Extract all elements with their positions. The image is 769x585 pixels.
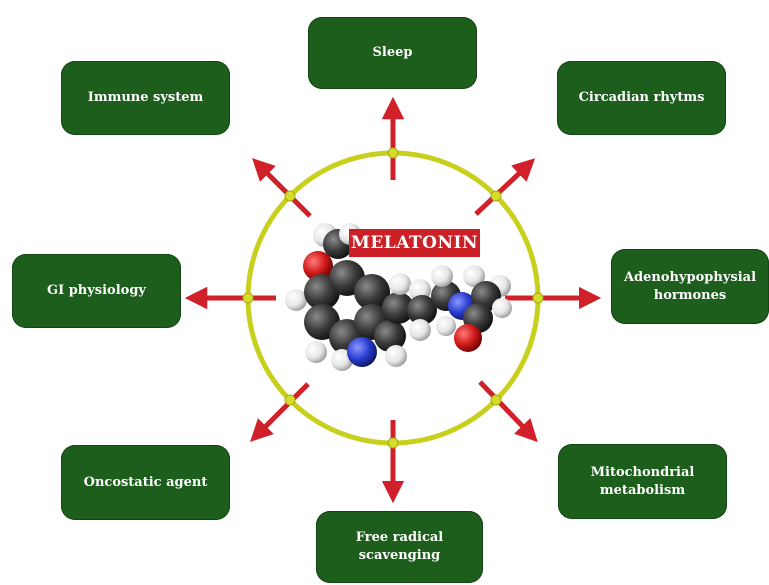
hydrogen-atom: [285, 289, 307, 311]
effect-label: Mitochondrial metabolism: [590, 464, 695, 498]
center-title: MELATONIN: [349, 229, 480, 257]
hydrogen-atom: [409, 319, 431, 341]
effect-box-adeno: Adenohypophysial hormones: [611, 249, 769, 324]
ring-dot: [242, 292, 254, 304]
arrow-immune: [252, 158, 312, 218]
ring-dot: [387, 437, 399, 449]
effect-box-circadian: Circadian rhytms: [557, 61, 726, 135]
effect-box-oncostatic: Oncostatic agent: [61, 445, 230, 520]
hydrogen-atom: [463, 265, 485, 287]
hydrogen-atom: [492, 298, 512, 318]
carbon-atom: [382, 292, 414, 324]
hydrogen-atom: [385, 345, 407, 367]
arrow-oncostatic: [250, 382, 310, 442]
ring-dot: [284, 190, 296, 202]
ring-dot: [490, 394, 502, 406]
effect-box-immune: Immune system: [61, 61, 230, 135]
hydrogen-atom: [431, 265, 453, 287]
arrow-group: [184, 96, 602, 504]
effect-box-gi: GI physiology: [12, 254, 181, 328]
effect-label: Circadian rhytms: [578, 90, 705, 105]
ring-dot: [532, 292, 544, 304]
carbon-atom: [407, 295, 437, 325]
ring-dot: [284, 394, 296, 406]
effect-box-radical: Free radical scavenging: [316, 511, 483, 583]
carbon-atom: [374, 320, 406, 352]
oxygen-atom: [454, 324, 482, 352]
hydrogen-atom: [389, 273, 411, 295]
hydrogen-atom: [436, 316, 456, 336]
effect-label: Sleep: [372, 45, 413, 60]
effect-label: Oncostatic agent: [83, 474, 208, 490]
effect-label: Free radical scavenging: [355, 530, 444, 563]
effect-box-sleep: Sleep: [308, 17, 477, 89]
ring-dot: [490, 190, 502, 202]
arrow-mito: [478, 380, 538, 443]
effect-box-mito: Mitochondrial metabolism: [558, 444, 727, 519]
effect-label: Adenohypophysial hormones: [623, 269, 757, 303]
ring-dots: [242, 147, 544, 449]
oxygen-atom: [303, 251, 333, 281]
arrow-circadian: [474, 158, 536, 216]
carbon-atom: [354, 274, 390, 310]
effect-label: Immune system: [87, 90, 204, 105]
nitrogen-atom: [347, 337, 377, 367]
melatonin-molecule: [285, 223, 512, 371]
effect-label: GI physiology: [47, 283, 146, 298]
ring-dot: [387, 147, 399, 159]
hydrogen-atom: [305, 341, 327, 363]
